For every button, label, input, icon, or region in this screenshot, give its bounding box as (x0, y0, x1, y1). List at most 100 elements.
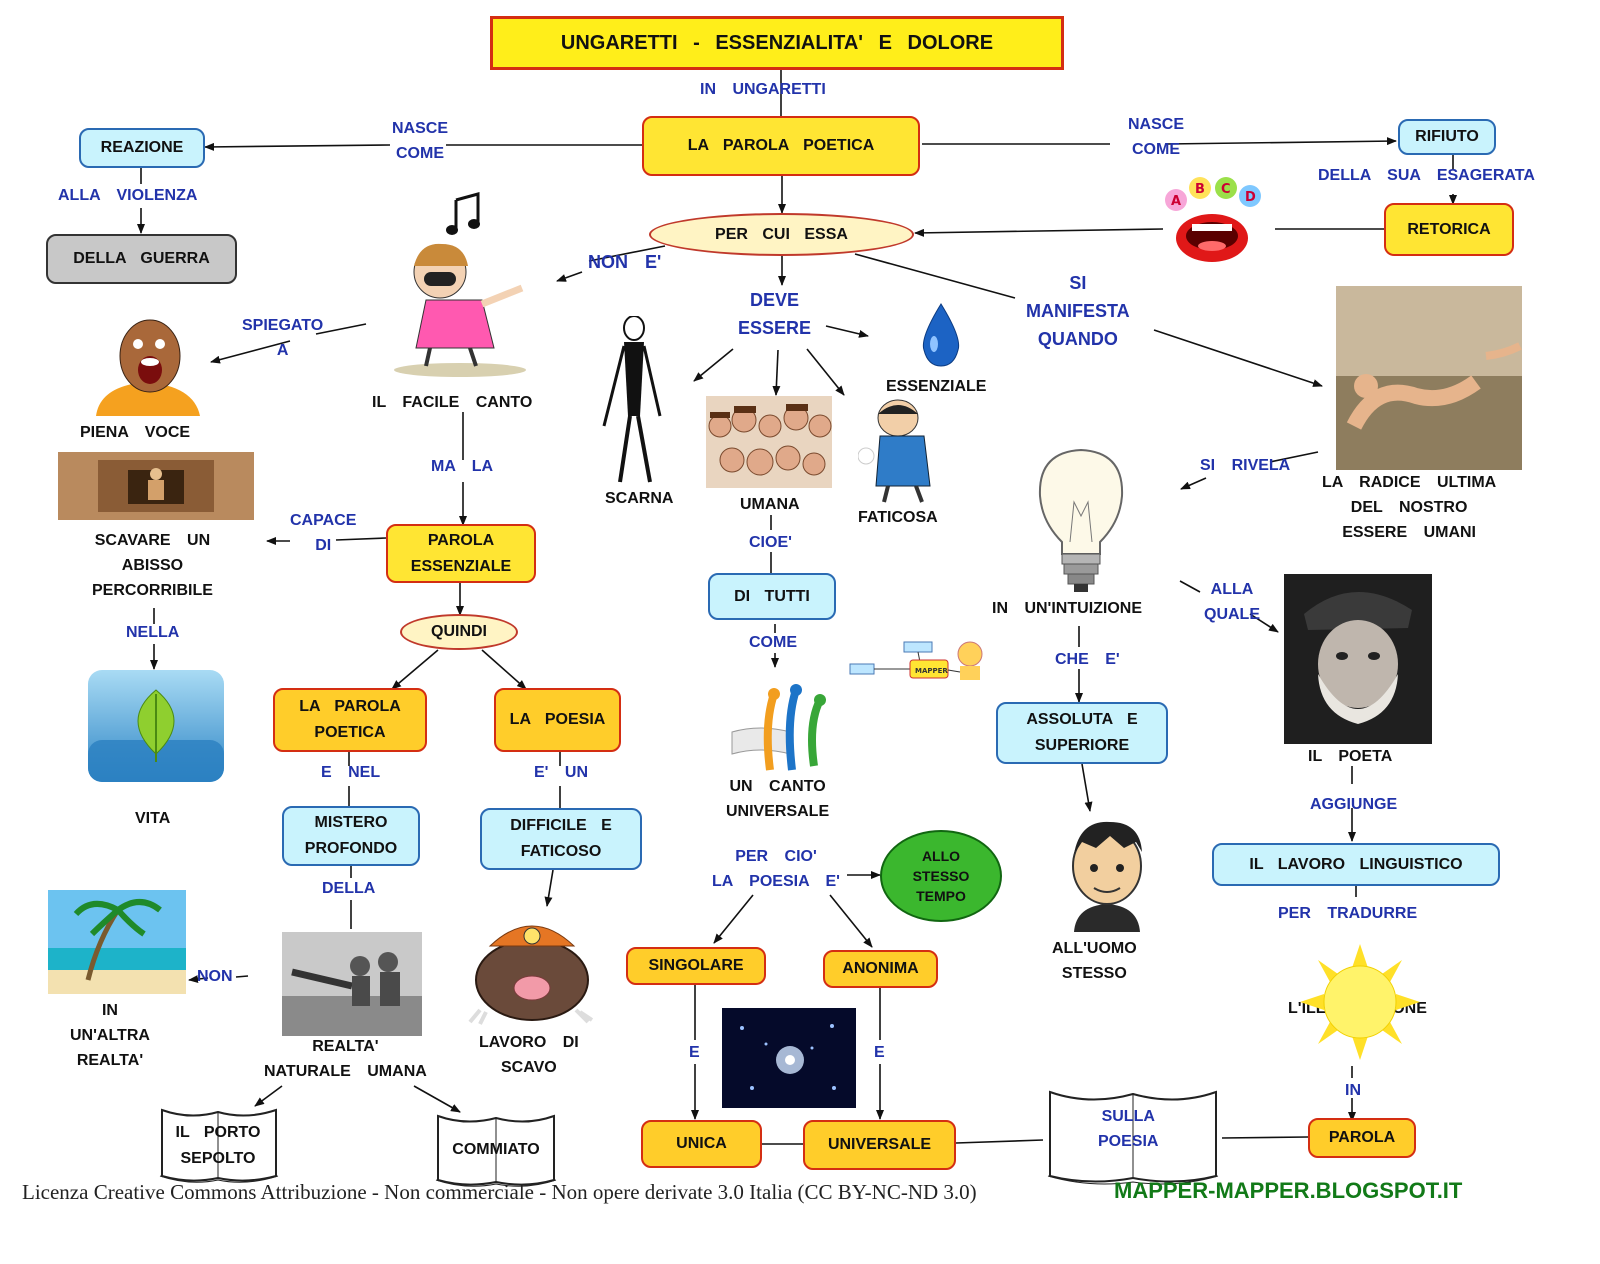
book-porto-sepolto-icon (159, 1108, 279, 1183)
label-alla-violenza: ALLA VIOLENZA (58, 187, 198, 204)
book-il-porto-sepolto[interactable]: IL PORTO SEPOLTO (175, 1124, 261, 1167)
light-bulb-icon (1038, 448, 1124, 592)
caption-umana: UMANA (740, 496, 800, 513)
label-in: IN (1345, 1082, 1361, 1099)
bubble-d: D (1245, 190, 1256, 205)
caption-scarna: SCARNA (605, 490, 674, 507)
node-difficile-faticoso[interactable]: DIFFICILE E FATICOSO (480, 808, 642, 870)
shouting-man-illustration (96, 319, 200, 416)
label-capace-di: CAPACE DI (290, 512, 357, 554)
label-che-e: CHE E' (1055, 651, 1120, 668)
license-footer: Licenza Creative Commons Attribuzione - … (22, 1180, 977, 1204)
crowd-of-people-photo (706, 396, 832, 488)
site-link[interactable]: MAPPER-MAPPER.BLOGSPOT.IT (1114, 1178, 1463, 1203)
label-nella: NELLA (126, 624, 180, 641)
node-parola-poetica[interactable]: LA PAROLA POETICA (642, 116, 920, 176)
caption-canto-universale: UN CANTO UNIVERSALE (726, 778, 830, 820)
node-anonima[interactable]: ANONIMA (823, 950, 938, 988)
label-della-sua-esagerata: DELLA SUA ESAGERATA (1318, 167, 1535, 184)
node-universale[interactable]: UNIVERSALE (803, 1120, 956, 1170)
label-per-cio-la-poesia-e: PER CIO' LA POESIA E' (712, 848, 840, 890)
node-parola-essenziale[interactable]: PAROLA ESSENZIALE (386, 524, 536, 583)
caption-vita: VITA (135, 810, 171, 827)
label-non: NON (197, 968, 233, 985)
caption-lavoro-di-scavo: LAVORO DI SCAVO (479, 1034, 579, 1076)
caption-uomo-stesso: ALL'UOMO STESSO (1052, 940, 1137, 982)
book-sulla-poesia[interactable]: SULLA POESIA (1098, 1108, 1159, 1150)
label-si-manifesta-quando: SI MANIFESTA QUANDO (1026, 273, 1130, 349)
node-singolare[interactable]: SINGOLARE (626, 947, 766, 985)
label-e-left: E (689, 1044, 700, 1061)
label-ma-la: MA LA (431, 458, 494, 475)
mapper-badge-text: MAPPER (915, 667, 948, 675)
map-title: UNGARETTI - ESSENZIALITA' E DOLORE (490, 16, 1064, 70)
caption-essenziale: ESSENZIALE (886, 378, 987, 395)
node-retorica[interactable]: RETORICA (1384, 203, 1514, 256)
node-allo-stesso-tempo[interactable]: ALLO STESSO TEMPO (880, 830, 1002, 922)
caption-intuizione: IN UN'INTUIZIONE (992, 600, 1143, 617)
caption-realta: REALTA' NATURALE UMANA (264, 1038, 427, 1080)
node-parola[interactable]: PAROLA (1308, 1118, 1416, 1158)
node-mistero-profondo[interactable]: MISTERO PROFONDO (282, 806, 420, 866)
node-di-tutti[interactable]: DI TUTTI (708, 573, 836, 620)
label-della: DELLA (322, 880, 376, 897)
node-della-guerra[interactable]: DELLA GUERRA (46, 234, 237, 284)
caption-piena-voce: PIENA VOCE (80, 424, 191, 441)
bubble-b: B (1195, 182, 1205, 197)
starfield-photo (722, 1008, 856, 1108)
label-spiegato-a: SPIEGATO A (242, 317, 324, 359)
label-non-e: NON E' (588, 252, 662, 272)
palm-beach-photo (48, 890, 186, 994)
mole-miner-illustration (468, 925, 594, 1025)
label-nasce-come-left: NASCE COME (392, 120, 449, 162)
caption-faticosa: FATICOSA (858, 509, 938, 526)
caption-il-facile-canto: IL FACILE CANTO (372, 394, 533, 411)
label-si-rivela: SI RIVELA (1200, 457, 1291, 474)
bubble-a: A (1171, 194, 1181, 209)
caption-scavare-abisso: SCAVARE UN ABISSO PERCORRIBILE (92, 532, 213, 599)
book-sulla-poesia-icon (1047, 1090, 1219, 1185)
label-nasce-come-right: NASCE COME (1128, 116, 1185, 158)
label-aggiunge: AGGIUNGE (1310, 796, 1398, 813)
node-la-parola-poetica[interactable]: LA PAROLA POETICA (273, 688, 427, 752)
label-e-right: E (874, 1044, 885, 1061)
water-drop-icon (922, 303, 960, 367)
label-come: COME (749, 634, 797, 651)
label-per-tradurre: PER TRADURRE (1278, 905, 1418, 922)
cartoon-boy-illustration (1072, 821, 1142, 932)
sun-icon (1300, 944, 1420, 1060)
tunnel-ladder-photo (58, 452, 254, 520)
label-alla-quale: ALLA QUALE (1204, 581, 1260, 623)
caption-altra-realta: IN UN'ALTRA REALTA' (70, 1002, 150, 1069)
label-deve-essere: DEVE ESSERE (738, 290, 812, 338)
singing-girl-illustration (394, 243, 526, 377)
caption-il-poeta: IL POETA (1308, 748, 1393, 765)
caption-radice-ultima: LA RADICE ULTIMA DEL NOSTRO ESSERE UMANI (1322, 474, 1497, 541)
node-rifiuto[interactable]: RIFIUTO (1398, 119, 1496, 155)
creation-of-adam-painting (1336, 286, 1522, 470)
book-commiato-icon (435, 1114, 557, 1187)
node-unica[interactable]: UNICA (641, 1120, 762, 1168)
music-dancers-logo (731, 684, 826, 771)
node-la-poesia[interactable]: LA POESIA (494, 688, 621, 752)
leaf-on-water-image (88, 670, 224, 782)
node-reazione[interactable]: REAZIONE (79, 128, 205, 168)
mapper-logo-illustration: MAPPER (849, 641, 983, 680)
poet-portrait-photo (1284, 574, 1432, 744)
soldiers-photo (282, 932, 422, 1036)
skeleton-figure-illustration (602, 316, 662, 483)
talking-lips-illustration: A B C D (1165, 177, 1261, 262)
label-cioe: CIOE' (749, 534, 792, 551)
book-commiato[interactable]: COMMIATO (452, 1141, 540, 1158)
node-per-cui-essa[interactable]: PER CUI ESSA (649, 213, 914, 256)
node-quindi[interactable]: QUINDI (400, 614, 518, 650)
tired-man-illustration (858, 399, 931, 503)
label-in-ungaretti: IN UNGARETTI (700, 81, 826, 98)
bubble-c: C (1221, 182, 1231, 197)
node-lavoro-linguistico[interactable]: IL LAVORO LINGUISTICO (1212, 843, 1500, 886)
label-e-un: E' UN (534, 764, 589, 781)
music-note-icon (446, 192, 480, 235)
node-assoluta-superiore[interactable]: ASSOLUTA E SUPERIORE (996, 702, 1168, 764)
label-e-nel: E NEL (321, 764, 381, 781)
